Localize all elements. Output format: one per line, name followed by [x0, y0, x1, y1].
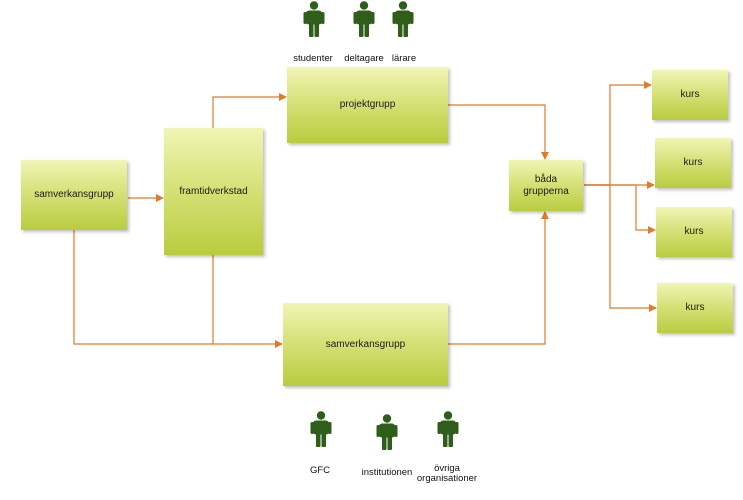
- arrow-samverkansgrupp-bottom-to-bada-grupperna: [448, 211, 549, 345]
- arrow-framtidverkstad-to-projektgrupp: [212, 93, 287, 128]
- node-kurs-1: kurs: [652, 70, 728, 120]
- person-icon: [376, 414, 398, 450]
- person-icon: [437, 411, 459, 447]
- node-framtidverkstad: framtidverkstad: [164, 128, 263, 255]
- node-projektgrupp: projektgrupp: [287, 67, 448, 143]
- node-bada-grupperna: båda grupperna: [509, 160, 583, 211]
- arrow-bada-to-kurs-1: [584, 81, 652, 186]
- node-kurs-3: kurs: [656, 207, 732, 257]
- label-institutionen: institutionen: [361, 467, 413, 478]
- person-icon: [303, 1, 325, 37]
- person-icon: [392, 1, 414, 37]
- node-samverkansgrupp-bottom: samverkansgrupp: [283, 303, 448, 386]
- label-deltagare: deltagare: [344, 53, 384, 64]
- arrow-projektgrupp-to-bada-grupperna: [448, 104, 549, 160]
- node-kurs-4: kurs: [657, 283, 733, 333]
- person-icon: [310, 411, 332, 447]
- person-icon: [353, 1, 375, 37]
- label-ovriga-organisationer: övriga organisationer: [416, 463, 478, 484]
- node-kurs-2: kurs: [655, 138, 731, 188]
- arrow-bada-to-kurs-3: [584, 184, 656, 234]
- label-larare: lärare: [391, 53, 417, 64]
- label-studenter: studenter: [293, 53, 333, 64]
- node-samverkansgrupp-left: samverkansgrupp: [21, 160, 127, 230]
- label-gfc: GFC: [309, 465, 331, 476]
- arrow-bada-to-kurs-4: [584, 184, 657, 312]
